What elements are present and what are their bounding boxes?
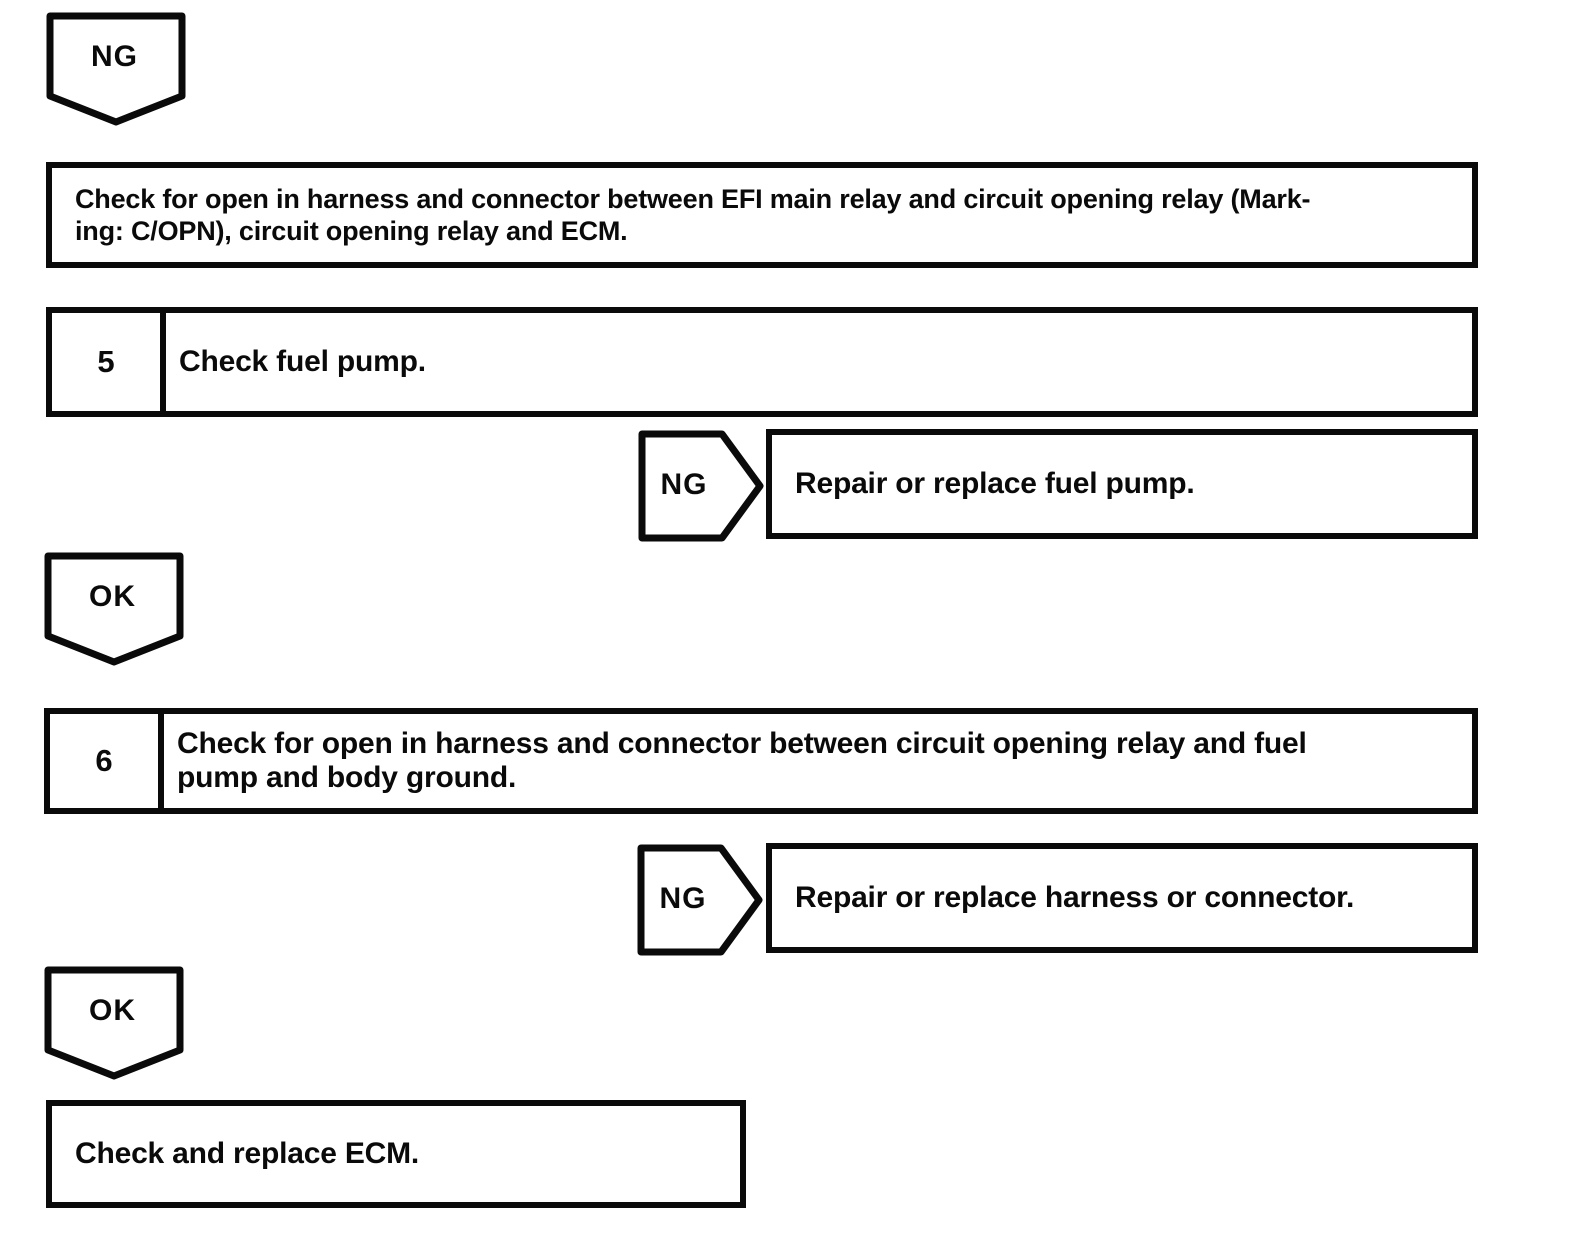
pentagon-down-shape (44, 966, 184, 1080)
instruction-line: Check for open in harness and connector … (75, 184, 1311, 214)
ng-right-connector-step5: NG (638, 430, 764, 542)
step-number: 5 (97, 344, 115, 379)
instruction-text: Check for open in harness and connector … (52, 183, 1326, 247)
final-text: Check and replace ECM. (75, 1137, 420, 1170)
instruction-box-check-open-harness-relay: Check for open in harness and connector … (46, 162, 1478, 268)
pentagon-down-shape (44, 552, 184, 666)
connector-label: OK (89, 994, 136, 1027)
pentagon-right-shape (638, 430, 764, 542)
pentagon-down-shape (46, 12, 186, 126)
action-text: Repair or replace fuel pump. (795, 467, 1195, 500)
ng-right-connector-step6: NG (637, 844, 763, 956)
ng-down-connector-top: NG (46, 12, 186, 126)
pentagon-right-shape (637, 844, 763, 956)
step-title-line: Check for open in harness and connector … (177, 727, 1307, 760)
step-title-line: pump and body ground. (177, 761, 517, 794)
ok-down-connector-step6: OK (44, 966, 184, 1080)
step-title: Check for open in harness and connector … (164, 727, 1323, 795)
step-number-cell: 6 (50, 714, 164, 808)
step-box-6: 6 Check for open in harness and connecto… (44, 708, 1478, 814)
step-number: 6 (95, 743, 113, 778)
connector-label: NG (660, 468, 708, 501)
connector-label: NG (91, 40, 138, 73)
step-title: Check fuel pump. (179, 345, 426, 378)
action-text: Repair or replace harness or connector. (795, 881, 1355, 914)
action-box-repair-harness-connector: Repair or replace harness or connector. (766, 843, 1478, 953)
connector-label: NG (659, 882, 707, 915)
action-box-repair-fuel-pump: Repair or replace fuel pump. (766, 429, 1478, 539)
step-number-cell: 5 (52, 313, 166, 411)
instruction-line: ing: C/OPN), circuit opening relay and E… (75, 216, 628, 246)
ok-down-connector-step5: OK (44, 552, 184, 666)
final-box-check-replace-ecm: Check and replace ECM. (46, 1100, 746, 1208)
step-box-5: 5 Check fuel pump. (46, 307, 1478, 417)
connector-label: OK (89, 580, 136, 613)
